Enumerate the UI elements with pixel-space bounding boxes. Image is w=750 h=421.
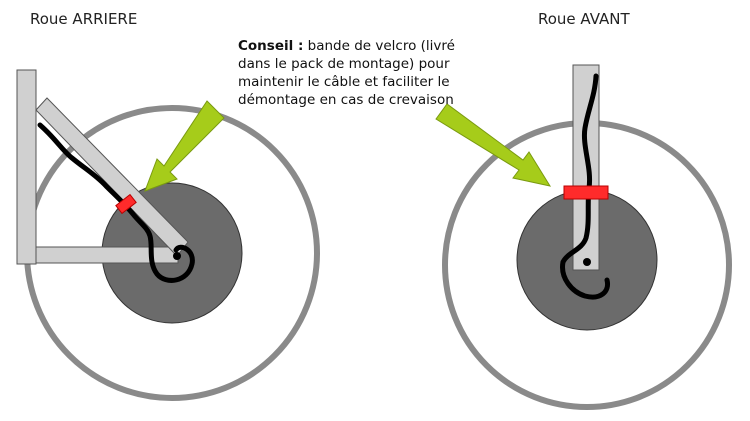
rear-frame-chain-stay	[35, 246, 179, 264]
tip-line-3: maintenir le câble et faciliter le	[238, 74, 450, 90]
front-wheel	[442, 64, 732, 410]
rear-axle	[173, 252, 181, 260]
tip-line-2: dans le pack de montage) pour	[238, 56, 450, 72]
rear-tip-arrow	[144, 100, 225, 192]
front-tip-arrow	[435, 103, 552, 187]
tip-line-1-text: bande de velcro (livré	[307, 38, 455, 54]
rear-wheel	[16, 69, 320, 401]
front-axle	[583, 258, 591, 266]
front-motor-cable	[560, 73, 611, 300]
rear-velcro-strap	[115, 193, 137, 215]
tip-text-block: Conseil : bande de velcro (livré dans le…	[238, 37, 478, 109]
rear-wheel-title: Roue ARRIERE	[30, 10, 138, 28]
tip-line-1: Conseil : bande de velcro (livré	[238, 37, 478, 55]
rear-motor-cable	[37, 122, 195, 283]
tip-line-4: démontage en cas de crevaison	[238, 92, 454, 108]
front-velcro-strap	[563, 185, 609, 200]
tip-label: Conseil :	[238, 38, 304, 54]
rear-frame-vertical-tube	[16, 69, 37, 265]
front-wheel-title: Roue AVANT	[538, 10, 630, 28]
